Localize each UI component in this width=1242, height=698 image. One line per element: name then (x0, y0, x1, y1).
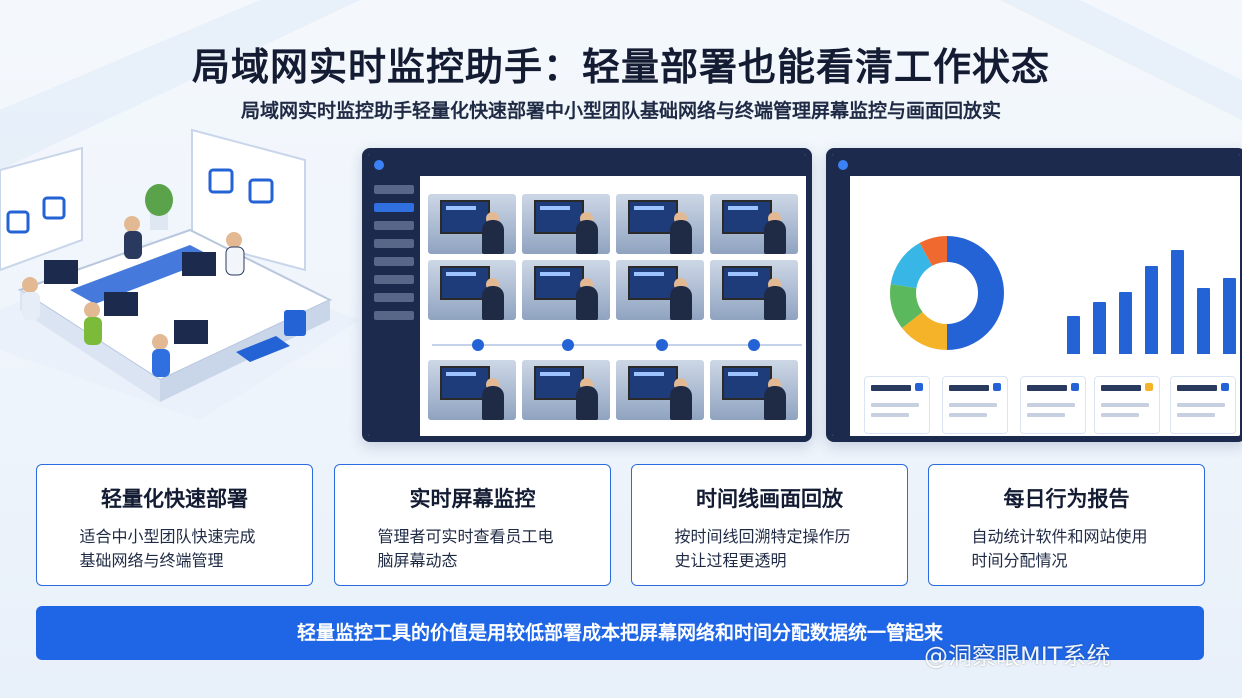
feature-title: 实时屏幕监控 (409, 487, 536, 511)
watermark: @洞察眼MIT系统 (924, 642, 1111, 670)
feature-card-deployment: 轻量化快速部署 适合中小型团队快速完成基础网络与终端管理 (36, 464, 313, 586)
feature-card-report: 每日行为报告 自动统计软件和网站使用时间分配情况 (928, 464, 1205, 586)
page-subtitle: 局域网实时监控助手轻量化快速部署中小型团队基础网络与终端管理屏幕监控与画面回放实 (240, 100, 1001, 122)
dashboard-sidebar (832, 176, 850, 436)
feature-title: 时间线画面回放 (696, 487, 843, 511)
feature-title: 轻量化快速部署 (101, 487, 248, 511)
office-illustration (0, 128, 360, 420)
summary-tile (1170, 376, 1236, 434)
usage-bar-chart (1057, 234, 1237, 354)
feature-title: 每日行为报告 (1003, 487, 1130, 511)
feature-description: 按时间线回溯特定操作历史让过程更透明 (674, 527, 851, 570)
screenshot-titlebar (368, 154, 806, 176)
usage-donut-chart (890, 236, 1004, 350)
report-dashboard-screenshot (826, 148, 1242, 442)
monitoring-screenshot (362, 148, 812, 442)
dashboard-titlebar (832, 154, 1240, 176)
screenshot-sidebar (368, 176, 420, 436)
dashboard-logo-icon (838, 160, 848, 170)
summary-tile (1094, 376, 1160, 434)
feature-description: 管理者可实时查看员工电脑屏幕动态 (377, 527, 554, 570)
summary-banner: 轻量监控工具的价值是用较低部署成本把屏幕网络和时间分配数据统一管起来 (36, 606, 1204, 660)
page-title: 局域网实时监控助手：轻量部署也能看清工作状态 (191, 45, 1050, 89)
feature-description: 自动统计软件和网站使用时间分配情况 (971, 527, 1148, 570)
app-logo-icon (374, 160, 384, 170)
playback-timeline (432, 339, 802, 351)
feature-card-playback: 时间线画面回放 按时间线回溯特定操作历史让过程更透明 (631, 464, 908, 586)
feature-description: 适合中小型团队快速完成基础网络与终端管理 (79, 527, 256, 570)
summary-tile (864, 376, 930, 434)
feature-card-realtime: 实时屏幕监控 管理者可实时查看员工电脑屏幕动态 (334, 464, 611, 586)
summary-tile (942, 376, 1008, 434)
summary-tile (1020, 376, 1086, 434)
